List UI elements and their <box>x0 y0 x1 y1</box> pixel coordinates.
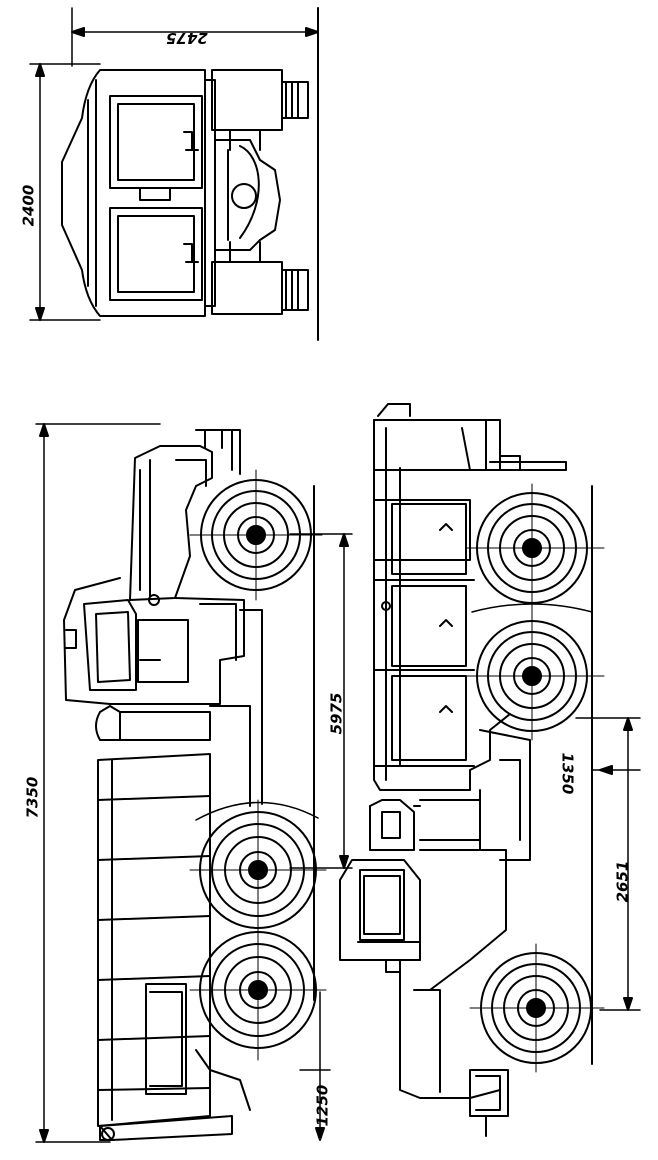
left-side-view <box>35 423 353 1143</box>
end-view <box>29 7 319 341</box>
dim-1250: 1250 <box>313 1084 332 1127</box>
dim-5975: 5975 <box>327 692 346 735</box>
dim-7350: 7350 <box>23 776 42 819</box>
dim-2400: 2400 <box>19 184 38 227</box>
dim-1350: 1350 <box>558 752 577 795</box>
dim-2475: 2475 <box>166 29 208 47</box>
left-rear-wheel <box>189 919 327 1061</box>
dim-2651: 2651 <box>613 860 632 903</box>
right-rear-wheel <box>469 943 605 1073</box>
right-front-wheel <box>465 483 605 613</box>
right-side-view <box>339 403 641 1137</box>
left-front-wheel <box>189 469 323 601</box>
right-mid-wheel <box>465 611 605 741</box>
